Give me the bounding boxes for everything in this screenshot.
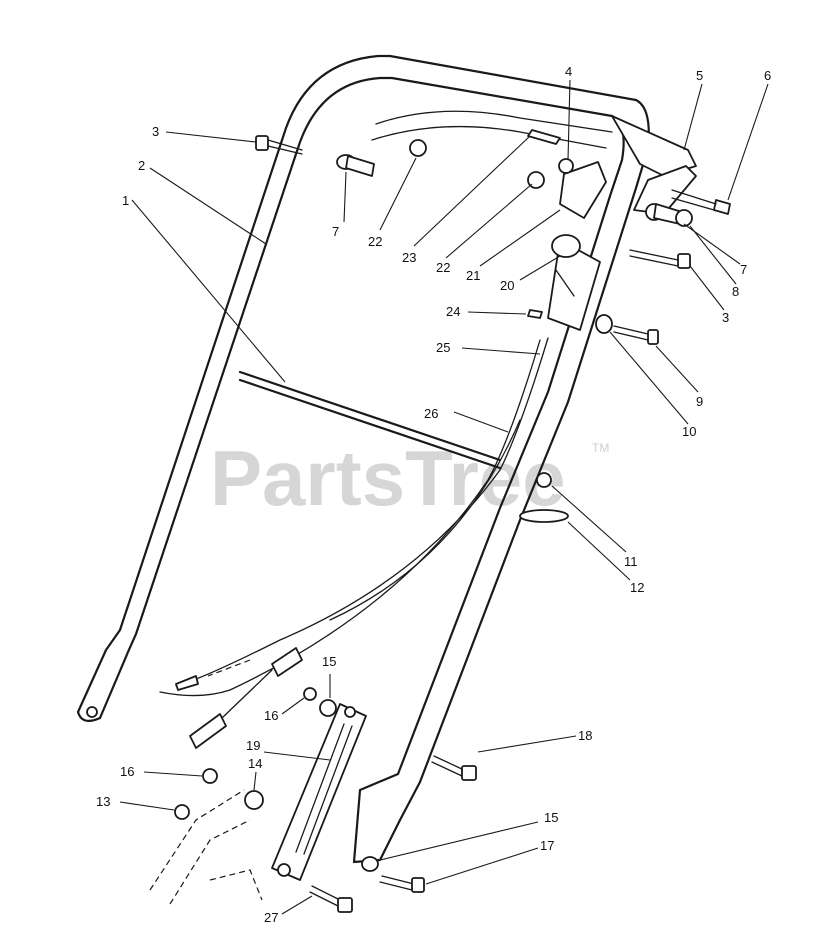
- lower-bracket: [149, 703, 367, 905]
- callout-27: 27: [264, 910, 278, 925]
- hardware: [174, 135, 731, 913]
- callout-11: 11: [624, 554, 638, 569]
- callout-3: 3: [152, 124, 159, 139]
- callout-26: 26: [424, 406, 438, 421]
- callout-22: 22: [368, 234, 382, 249]
- callout-7: 7: [332, 224, 339, 239]
- callout-20: 20: [500, 278, 514, 293]
- leader-lines: [119, 79, 769, 915]
- callout-16: 16: [264, 708, 278, 723]
- callout-23: 23: [402, 250, 416, 265]
- callout-25: 25: [436, 340, 450, 355]
- cable-ends: [175, 647, 303, 749]
- callout-22-right: 22: [436, 260, 450, 275]
- callout-14: 14: [248, 756, 262, 771]
- callout-4: 4: [565, 64, 572, 79]
- control-assembly: [527, 129, 607, 331]
- callout-17: 17: [540, 838, 554, 853]
- callout-7-right: 7: [740, 262, 747, 277]
- callout-18: 18: [578, 728, 592, 743]
- watermark-tm: TM: [592, 441, 609, 455]
- callout-16-lower: 16: [120, 764, 134, 779]
- crossbar: [238, 370, 502, 470]
- callout-12: 12: [630, 580, 644, 595]
- callout-21: 21: [466, 268, 480, 283]
- callout-15-lower: 15: [544, 810, 558, 825]
- callout-3-right: 3: [722, 310, 729, 325]
- callout-8: 8: [732, 284, 739, 299]
- callout-6: 6: [764, 68, 771, 83]
- callout-2: 2: [138, 158, 145, 173]
- callout-5: 5: [696, 68, 703, 83]
- callout-9: 9: [696, 394, 703, 409]
- callout-1: 1: [122, 193, 129, 208]
- callout-19: 19: [246, 738, 260, 753]
- callout-24: 24: [446, 304, 460, 319]
- cables: [159, 337, 549, 697]
- callout-labels: 1 2 3 4 5 6 7 22 23 22 21 20 7 8 3 24 25…: [96, 64, 771, 925]
- callout-13: 13: [96, 794, 110, 809]
- callout-15: 15: [322, 654, 336, 669]
- callout-10: 10: [682, 424, 696, 439]
